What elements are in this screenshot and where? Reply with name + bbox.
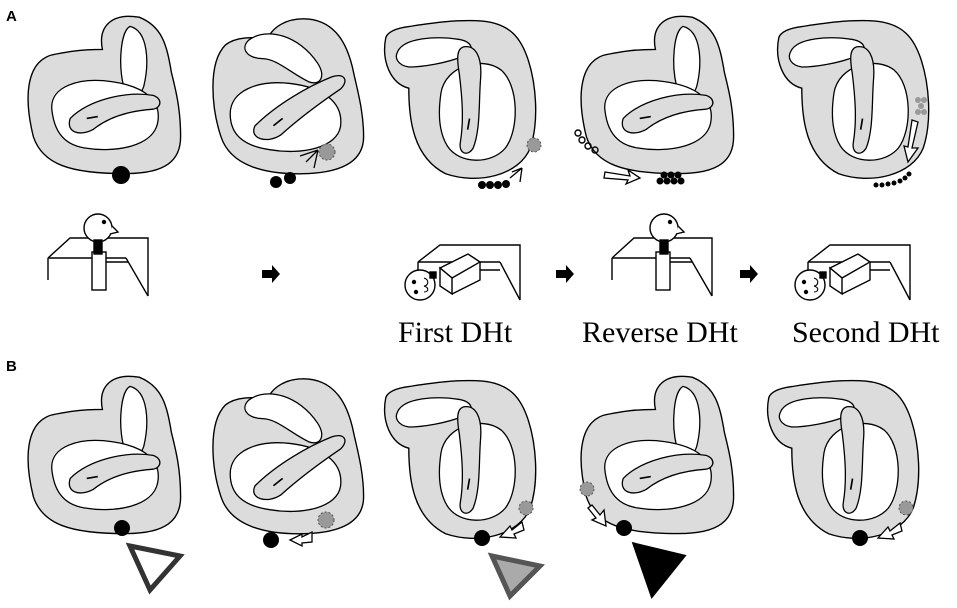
otolith-particle-icon — [478, 180, 510, 189]
otolith-particle-icon — [579, 481, 595, 497]
otolith-particle-icon — [852, 530, 868, 546]
labyrinth-b5 — [766, 379, 920, 546]
labyrinth-a5 — [776, 19, 930, 188]
head-position-upright-1 — [47, 213, 149, 297]
otolith-particle-icon — [616, 520, 632, 536]
labyrinth-a4 — [574, 15, 735, 186]
otolith-particle-icon — [656, 171, 685, 185]
movement-arrow-icon — [603, 168, 642, 186]
otolith-particle-icon — [270, 176, 282, 188]
head-position-upright-2 — [611, 213, 713, 297]
step-arrow-icon — [740, 265, 758, 283]
step-label-second-dht: Second DHt — [792, 316, 940, 349]
nystagmus-arrowhead-icon — [487, 552, 546, 601]
movement-arrow-icon — [876, 521, 903, 540]
labyrinth-b3 — [383, 379, 546, 601]
otolith-particle-icon — [526, 137, 542, 153]
otolith-particle-icon — [284, 172, 296, 184]
head-position-icon — [404, 269, 436, 301]
movement-arrow-icon — [587, 504, 607, 528]
movement-arrow-icon — [299, 149, 319, 169]
otolith-particle-icon — [114, 520, 130, 536]
otolith-particle-icon — [317, 511, 335, 529]
movement-arrow-icon — [509, 167, 523, 183]
otolith-particle-icon — [915, 97, 927, 115]
nystagmus-arrowhead-icon — [125, 542, 185, 595]
otolith-particle-icon — [474, 530, 490, 546]
step-arrow-icon — [262, 265, 280, 283]
movement-arrow-icon — [498, 520, 525, 539]
labyrinth-b1 — [27, 375, 185, 595]
head-position-second-dht — [794, 244, 911, 301]
nystagmus-arrowhead-icon — [631, 541, 687, 600]
labyrinth-a1 — [27, 15, 182, 184]
head-position-icon — [794, 269, 826, 301]
otolith-particle-icon — [263, 532, 279, 548]
head-position-icon — [649, 213, 679, 243]
panel-label-b: B — [6, 358, 17, 375]
otolith-particle-icon — [318, 143, 336, 161]
movement-arrow-icon — [903, 119, 920, 164]
otolith-particle-icon — [873, 171, 912, 188]
labyrinth-a3 — [383, 19, 542, 189]
labyrinth-a2 — [212, 18, 365, 188]
head-position-first-dht — [404, 244, 521, 301]
labyrinth-b2 — [212, 378, 365, 548]
otolith-particle-icon — [518, 500, 534, 516]
head-position-icon — [83, 213, 113, 243]
otolith-particle-icon — [898, 500, 914, 516]
movement-arrow-icon — [288, 530, 313, 548]
step-label-reverse-dht: Reverse DHt — [582, 316, 738, 349]
labyrinth-b4 — [579, 375, 735, 600]
panel-label-a: A — [6, 8, 17, 25]
otolith-particle-icon — [574, 129, 599, 154]
otolith-particle-icon — [112, 166, 130, 184]
step-label-first-dht: First DHt — [398, 316, 513, 349]
step-arrow-icon — [556, 265, 574, 283]
